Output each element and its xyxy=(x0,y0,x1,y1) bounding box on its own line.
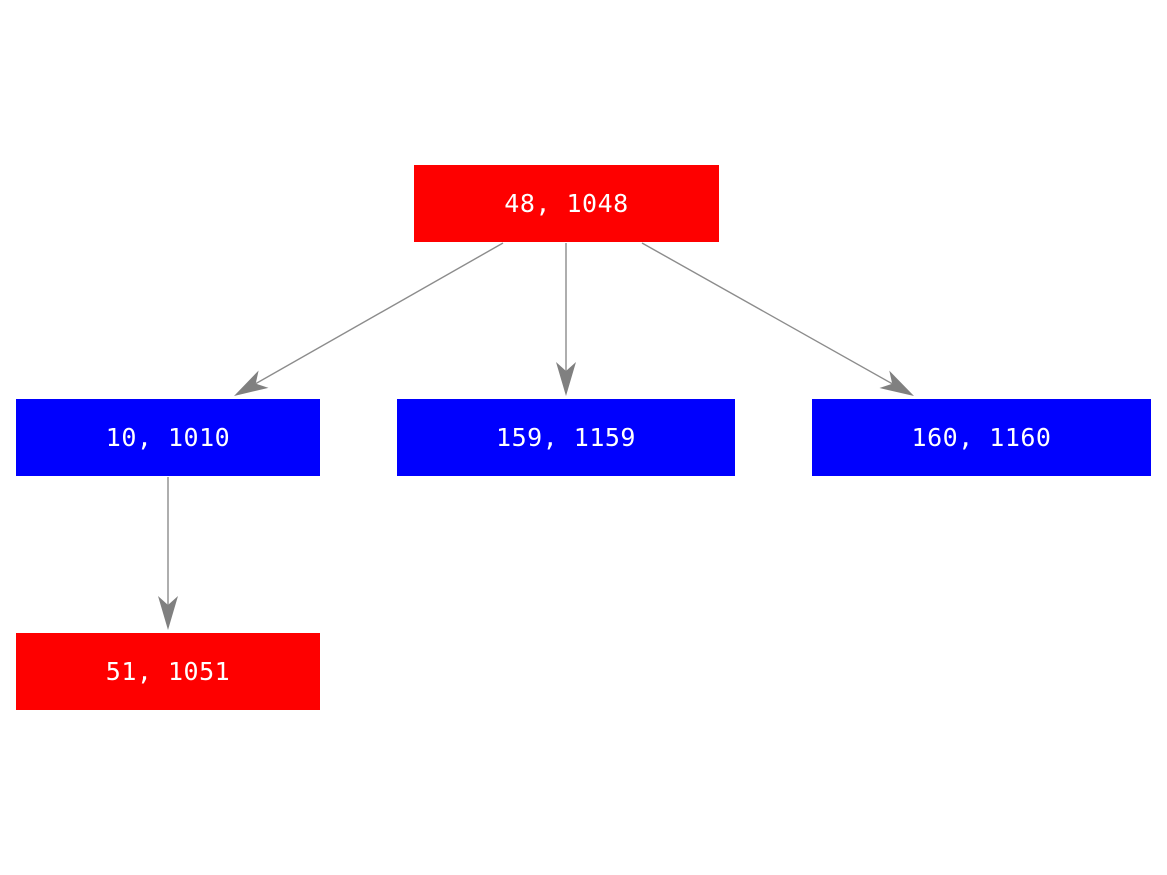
edge-n10-to-n51 xyxy=(158,477,178,630)
graph-node-n160[interactable]: 160, 1160 xyxy=(812,399,1151,476)
graph-node-n10[interactable]: 10, 1010 xyxy=(16,399,320,476)
edge-n48-to-n159 xyxy=(556,243,576,396)
graph-node-label: 51, 1051 xyxy=(105,657,231,686)
graph-node-n51[interactable]: 51, 1051 xyxy=(16,633,320,710)
edge-n48-to-n10 xyxy=(234,242,504,396)
graph-node-n159[interactable]: 159, 1159 xyxy=(397,399,735,476)
edge-arrowhead xyxy=(556,362,576,396)
edge-arrowhead xyxy=(234,370,269,396)
edge-line xyxy=(641,242,893,385)
graph-node-label: 10, 1010 xyxy=(105,423,231,452)
graph-node-label: 160, 1160 xyxy=(911,423,1052,452)
edge-arrowhead xyxy=(158,596,178,630)
graph-node-n48[interactable]: 48, 1048 xyxy=(414,165,719,242)
graph-node-label: 48, 1048 xyxy=(504,189,629,218)
edge-arrowhead xyxy=(879,370,914,396)
edge-n48-to-n160 xyxy=(641,242,914,396)
edge-line xyxy=(255,242,504,385)
graph-node-label: 159, 1159 xyxy=(496,423,636,452)
